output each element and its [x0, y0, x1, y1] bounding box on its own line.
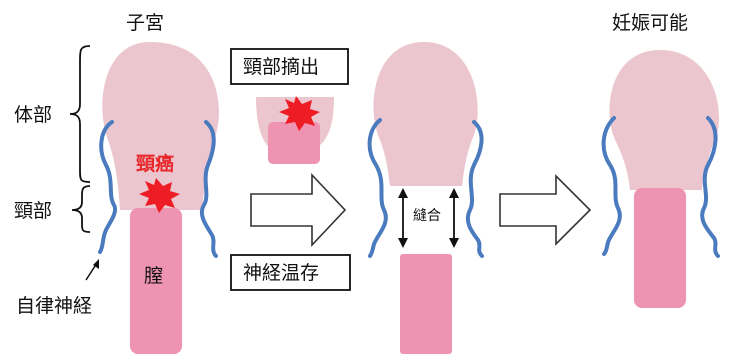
body-brace-icon [69, 45, 91, 183]
nerve-left [98, 120, 117, 254]
stage-suture: 縫合 [367, 42, 592, 354]
vagina-label: 膣 [144, 265, 163, 287]
cancer-label: 頸癌 [136, 152, 174, 175]
preservation-box [230, 254, 351, 291]
pregnancy-label: 妊娠可能 [612, 12, 688, 34]
nerve-right [199, 120, 218, 258]
cervix-label: 頸部 [14, 200, 52, 222]
arrow-right-2 [499, 174, 592, 246]
stage-excision: 頸部摘出 神経温存 [230, 48, 351, 291]
excision-label: 頸部摘出 [243, 56, 319, 78]
excision-box [230, 48, 349, 85]
nerve-left-3 [601, 116, 622, 256]
body-label: 体部 [14, 104, 52, 126]
nerve-right-3 [700, 116, 720, 258]
suture-label: 縫合 [413, 208, 441, 224]
nerve-right-2 [465, 120, 484, 258]
preservation-label: 神経温存 [243, 262, 319, 284]
nerve-left-2 [367, 118, 388, 258]
uterus-final-shape [609, 50, 720, 190]
uterus-body-shape [373, 42, 478, 186]
stage-pregnancy: 妊娠可能 [601, 12, 720, 308]
excised-vagina-shape [268, 122, 320, 164]
stage-original: 子宮 体部 頸部 頸癌 膣 自律神経 [14, 12, 219, 354]
cervix-brace-icon [71, 185, 91, 233]
uterus-label: 子宮 [126, 12, 164, 34]
nerve-pointer-head [93, 259, 99, 269]
vagina-shape [130, 208, 182, 354]
vagina-shape-2 [400, 254, 452, 354]
arrow-right-1 [250, 172, 347, 248]
uterus-shape [102, 42, 219, 210]
nerve-label: 自律神経 [16, 295, 92, 317]
vagina-final-shape [634, 188, 686, 308]
excised-cancer-burst-icon [279, 96, 320, 131]
cancer-burst-icon [139, 178, 180, 213]
